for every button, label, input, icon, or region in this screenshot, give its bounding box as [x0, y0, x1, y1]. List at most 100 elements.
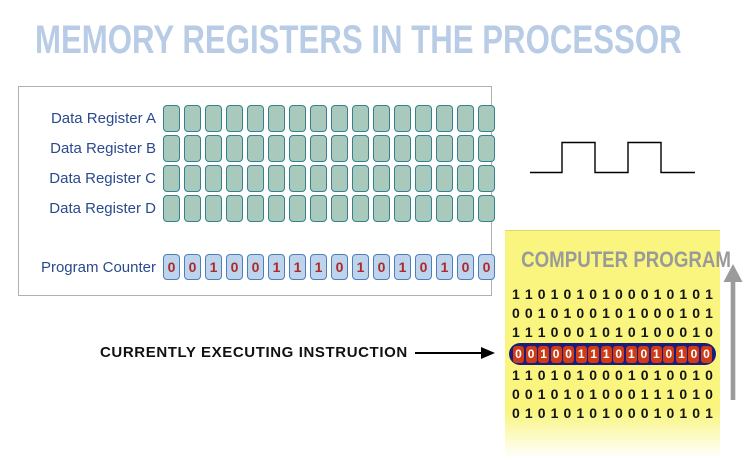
binary-digit: 1 — [524, 405, 533, 421]
highlighted-instruction-bit: 0 — [663, 345, 675, 363]
binary-digit: 0 — [602, 386, 610, 402]
memory-cell — [352, 104, 369, 132]
memory-cell — [310, 134, 327, 162]
binary-digit: 0 — [563, 286, 572, 302]
binary-digit: 0 — [550, 305, 559, 321]
up-arrow-icon — [723, 264, 743, 400]
clock-waveform-icon — [530, 141, 695, 174]
program-counter-bit: 1 — [310, 254, 327, 280]
program-counter-bit: 0 — [457, 254, 474, 280]
highlighted-instruction-bit: 1 — [538, 345, 550, 363]
binary-digit: 1 — [550, 367, 559, 383]
data-register-d-cells — [163, 194, 495, 222]
binary-digit: 0 — [627, 386, 636, 402]
memory-cell — [310, 104, 327, 132]
program-counter-bit: 0 — [373, 254, 390, 280]
binary-digit: 1 — [550, 286, 559, 302]
program-counter-bit: 1 — [268, 254, 285, 280]
binary-digit: 1 — [679, 286, 688, 302]
program-counter-bit: 1 — [205, 254, 222, 280]
data-register-a-cells — [163, 104, 495, 132]
binary-digit: 0 — [615, 367, 623, 383]
binary-digit: 0 — [615, 386, 623, 402]
binary-digit: 1 — [627, 305, 636, 321]
memory-cell — [268, 134, 285, 162]
memory-cell — [436, 134, 453, 162]
register-panel: Data Register A Data Register B Data Reg… — [18, 86, 495, 296]
memory-cell — [415, 164, 432, 192]
data-register-a-label: Data Register A — [50, 109, 156, 127]
memory-cell — [184, 164, 201, 192]
program-counter-bit: 0 — [331, 254, 348, 280]
memory-cell — [373, 104, 390, 132]
binary-digit: 0 — [692, 286, 701, 302]
binary-digit: 1 — [512, 367, 520, 383]
binary-digit: 0 — [589, 286, 598, 302]
binary-digit: 0 — [602, 367, 610, 383]
binary-digit: 0 — [640, 305, 649, 321]
program-counter-bit: 1 — [394, 254, 411, 280]
memory-cell — [184, 104, 201, 132]
binary-digit: 1 — [653, 386, 662, 402]
memory-cell — [415, 134, 432, 162]
program-counter-label: Program Counter — [40, 258, 156, 276]
binary-digit: 1 — [576, 286, 585, 302]
highlighted-instruction-bit: 0 — [638, 345, 650, 363]
data-register-row: Data Register A — [19, 103, 495, 133]
binary-digit: 1 — [666, 386, 675, 402]
binary-digit: 0 — [679, 386, 688, 402]
binary-digit: 1 — [679, 305, 688, 321]
binary-digit: 0 — [524, 305, 533, 321]
memory-cell — [457, 134, 474, 162]
binary-digit: 1 — [524, 324, 533, 340]
memory-cell — [478, 164, 495, 192]
binary-digit: 0 — [550, 324, 559, 340]
memory-cell — [289, 104, 306, 132]
binary-digit: 0 — [589, 405, 598, 421]
binary-digit: 1 — [576, 367, 585, 383]
binary-digit: 1 — [692, 386, 701, 402]
memory-cell — [436, 164, 453, 192]
data-register-row: Data Register B — [19, 133, 495, 163]
binary-digit: 0 — [640, 367, 649, 383]
data-register-row: Data Register C — [19, 163, 495, 193]
binary-digit: 1 — [512, 286, 520, 302]
memory-cell — [163, 104, 180, 132]
memory-cell — [310, 194, 327, 222]
binary-digit: 1 — [563, 386, 572, 402]
memory-cell — [268, 164, 285, 192]
binary-digit: 0 — [640, 286, 649, 302]
binary-digit: 1 — [679, 405, 688, 421]
memory-cell — [478, 104, 495, 132]
binary-digit: 1 — [576, 405, 585, 421]
data-register-d-label: Data Register D — [49, 199, 156, 217]
highlighted-instruction-bit: 1 — [625, 345, 637, 363]
highlighted-instruction-bit: 1 — [675, 345, 687, 363]
binary-digit: 1 — [692, 367, 701, 383]
memory-cell — [205, 164, 222, 192]
binary-digit: 0 — [615, 405, 623, 421]
binary-digit: 0 — [563, 405, 572, 421]
memory-cell — [289, 194, 306, 222]
binary-digit: 1 — [524, 286, 533, 302]
binary-digit: 0 — [563, 367, 572, 383]
binary-digit: 0 — [537, 405, 546, 421]
binary-digit: 1 — [602, 305, 610, 321]
binary-digit: 0 — [666, 324, 675, 340]
binary-digit: 0 — [550, 386, 559, 402]
memory-cell — [163, 134, 180, 162]
binary-digit: 0 — [627, 286, 636, 302]
binary-digit: 1 — [653, 286, 662, 302]
right-arrow-icon — [414, 346, 495, 359]
memory-cell — [268, 194, 285, 222]
highlighted-instruction-bit: 0 — [525, 345, 537, 363]
binary-digit: 0 — [537, 286, 546, 302]
data-register-row: Data Register D — [19, 193, 495, 223]
binary-digit: 1 — [692, 324, 701, 340]
